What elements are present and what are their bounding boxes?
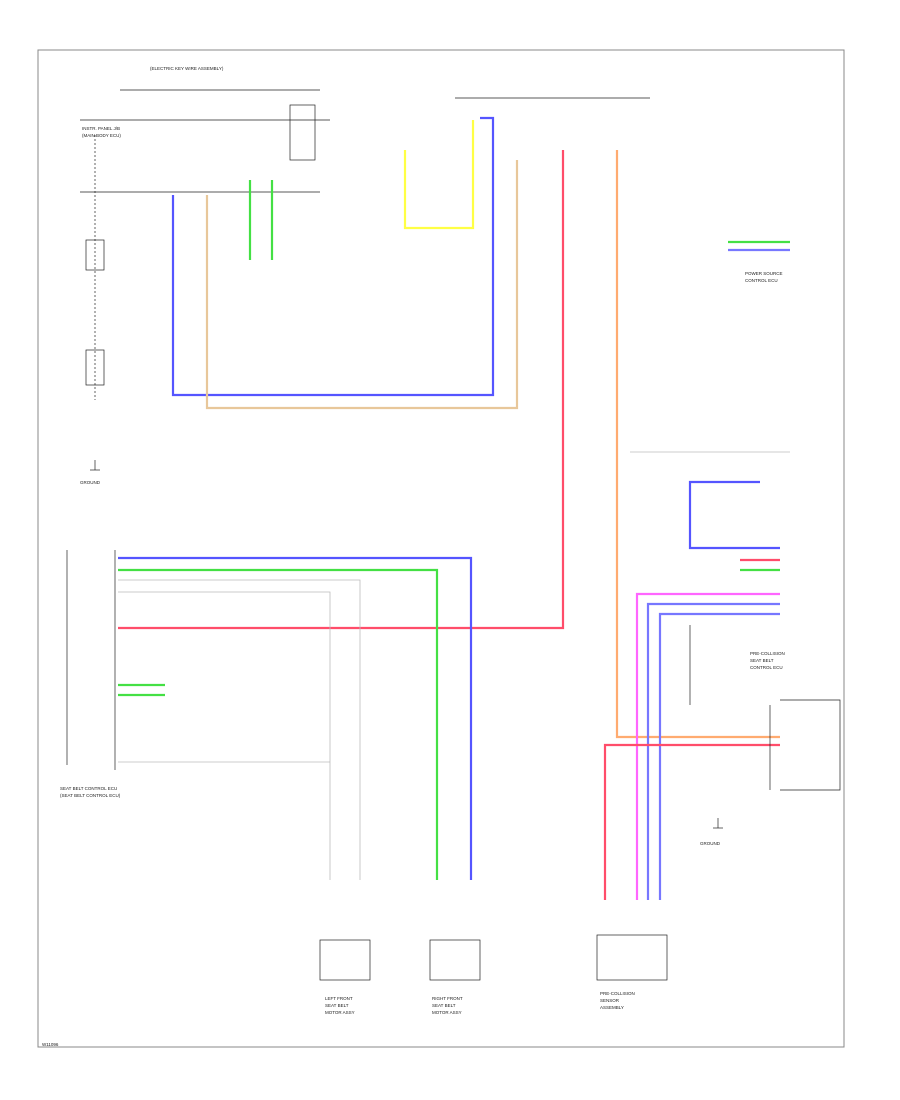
upper-left-label-2: (MAIN BODY ECU) <box>82 133 121 138</box>
front-left-label-1: LEFT FRONT <box>325 996 353 1001</box>
bottom-center-label-3: ASSEMBLY <box>600 1005 624 1010</box>
lower-left-label-1: SEAT BELT CONTROL ECU <box>60 786 117 791</box>
sensor-box <box>596 934 668 981</box>
left-front-motor-box <box>319 939 371 981</box>
ground-symbol-left <box>90 460 100 471</box>
ground-label-left: GROUND <box>80 480 101 485</box>
front-right-label-2: SEAT BELT <box>432 1003 456 1008</box>
diagram-frame <box>37 49 845 1048</box>
bottom-center-label-2: SENSOR <box>600 998 620 1003</box>
right-side-label-1: POWER SOURCE <box>745 271 783 276</box>
front-right-label-3: MOTOR ASSY <box>432 1010 462 1015</box>
ground-label-right: GROUND <box>700 841 721 846</box>
front-right-label-1: RIGHT FRONT <box>432 996 463 1001</box>
right-front-motor-box <box>429 939 481 981</box>
front-left-label-2: SEAT BELT <box>325 1003 349 1008</box>
front-left-label-3: MOTOR ASSY <box>325 1010 355 1015</box>
right-side-label-2: CONTROL ECU <box>745 278 778 283</box>
diagram-code: W11096 <box>42 1042 59 1047</box>
lower-right-label-1: PRE-COLLISION <box>750 651 785 656</box>
bottom-center-label-1: PRE-COLLISION <box>600 991 635 996</box>
lower-right-label-2: SEAT BELT <box>750 658 774 663</box>
lower-right-label-3: CONTROL ECU <box>750 665 783 670</box>
lower-left-label-2: (SEAT BELT CONTROL ECU) <box>60 793 121 798</box>
ground-symbol-right <box>713 818 723 829</box>
upper-left-label-1: INSTR. PANEL J/B <box>82 126 120 131</box>
top-assy-label: (ELECTRIC KEY WIRE ASSEMBLY) <box>150 66 224 71</box>
